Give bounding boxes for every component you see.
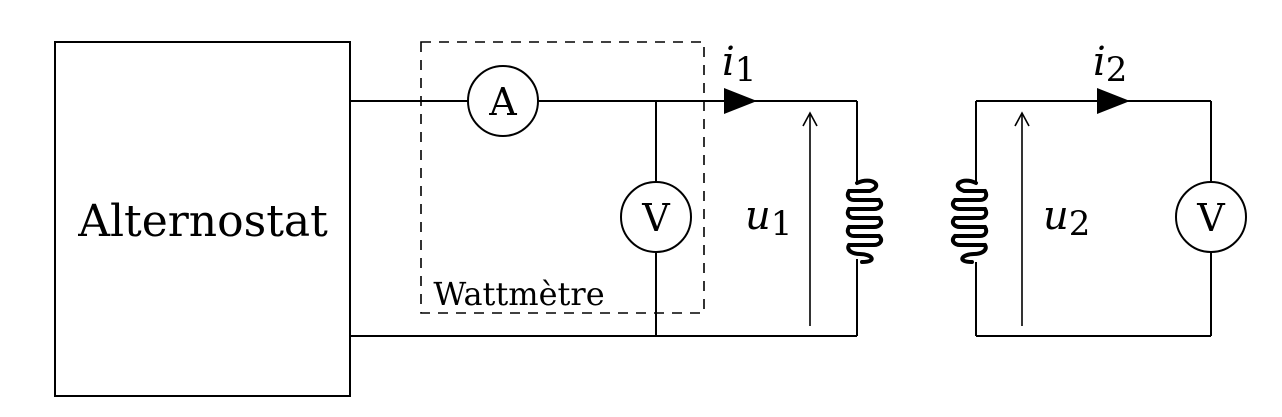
voltmeter-primary: V <box>620 181 692 253</box>
secondary-wires <box>975 100 1212 337</box>
wattmeter-box <box>420 41 705 314</box>
voltmeter-primary-symbol: V <box>641 196 670 240</box>
current-arrow-i2 <box>1097 88 1130 114</box>
current-i1-label: i1 <box>722 39 756 90</box>
primary-wires <box>350 100 858 337</box>
alternostat-box <box>54 41 351 397</box>
voltage-u1-label: u1 <box>745 193 792 244</box>
voltage-arrow-u2 <box>1014 111 1030 326</box>
voltage-arrow-u1 <box>802 111 818 326</box>
alternostat-label: Alternostat <box>77 196 328 247</box>
current-arrow-i1 <box>724 88 757 114</box>
primary-coil-icon <box>845 178 884 264</box>
voltage-u2-label: u2 <box>1043 193 1090 244</box>
secondary-coil-icon <box>950 178 989 264</box>
current-i2-label: i2 <box>1093 39 1127 90</box>
ammeter-symbol: A <box>488 80 517 124</box>
ammeter: A <box>467 65 539 137</box>
wattmeter-label: Wattmètre <box>433 275 604 313</box>
voltmeter-secondary: V <box>1175 181 1247 253</box>
voltmeter-secondary-symbol: V <box>1196 196 1225 240</box>
